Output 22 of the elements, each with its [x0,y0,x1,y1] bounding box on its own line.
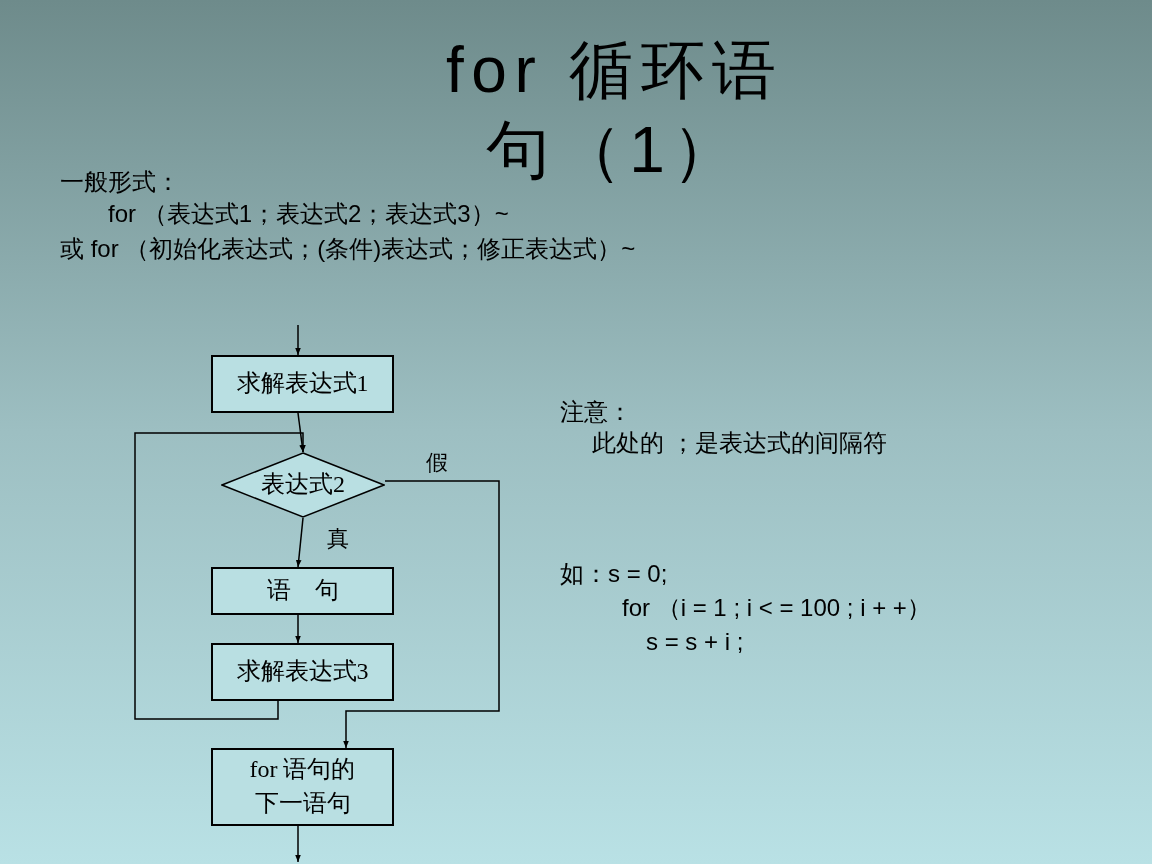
text-line: 一般形式： [60,167,180,197]
slide-title: for 循环语句（1） [444,33,786,188]
arrow [295,614,301,644]
text-line: 或 for （初始化表达式；(条件)表达式；修正表达式）~ [60,234,636,264]
text-line: 如：s = 0; [560,559,668,589]
decision-diamond: 表达式2 [221,452,385,518]
arrow [295,825,301,863]
process-box: 求解表达式1 [211,355,394,413]
text-line: s = s + i ; [646,627,744,657]
process-box: 语 句 [211,567,394,615]
edge-label: 假 [426,452,448,474]
arrow [295,517,304,568]
process-box: for 语句的下一语句 [211,748,394,826]
arrow [134,432,306,720]
edge-label: 真 [327,528,349,550]
text-line: for （i = 1 ; i < = 100 ; i + +） [622,593,931,623]
arrow [295,324,301,356]
text-line: 此处的 ；是表达式的间隔符 [592,428,887,458]
process-box: 求解表达式3 [211,643,394,701]
text-line: for （表达式1；表达式2；表达式3）~ [108,199,509,229]
text-line: 注意： [560,397,632,427]
arrow [343,480,500,749]
